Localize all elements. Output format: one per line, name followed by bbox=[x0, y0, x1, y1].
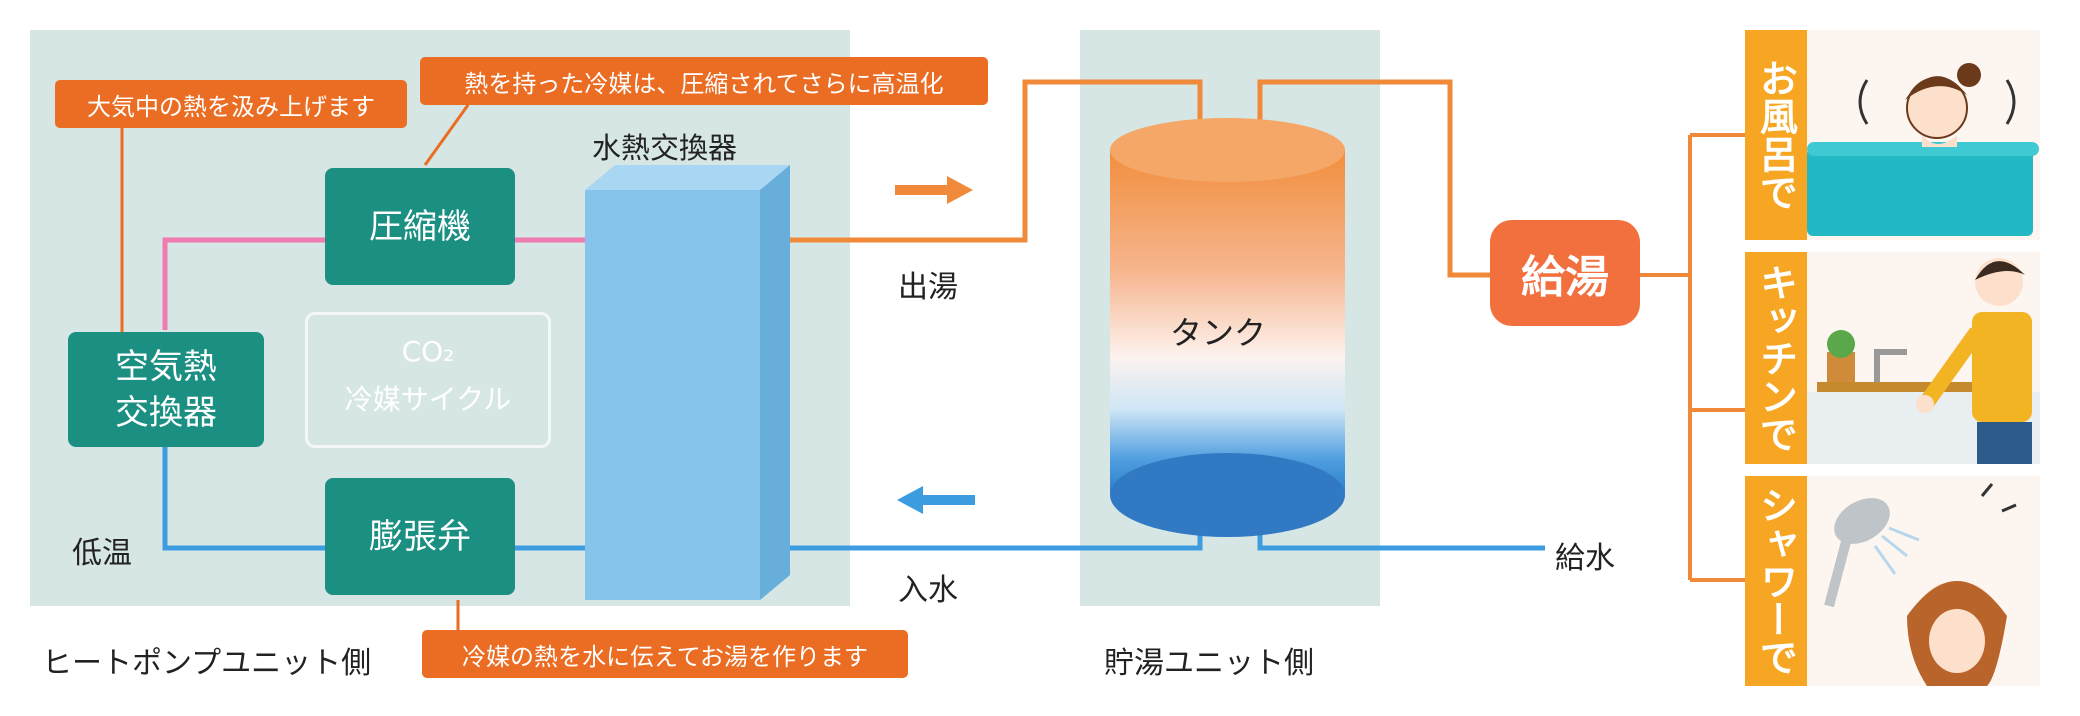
shower-illustration bbox=[1807, 476, 2040, 686]
low-temp-label: 低温 bbox=[72, 536, 132, 571]
water-in-arrow-icon bbox=[897, 486, 975, 514]
compressor: 圧縮機 bbox=[325, 168, 515, 285]
note-air-heat: 大気中の熱を汲み上げます bbox=[55, 80, 407, 128]
supply-water-label: 給水 bbox=[1555, 541, 1615, 576]
hot-water-supply-badge: 給湯 bbox=[1490, 220, 1640, 326]
heat-pump-side-label: ヒートポンプユニット側 bbox=[42, 646, 372, 681]
use-kitchen-tab: キッチンで bbox=[1745, 252, 1807, 464]
hot-out-arrow-icon bbox=[895, 176, 973, 204]
water-in-label: 入水 bbox=[898, 573, 958, 608]
hot-out-label: 出湯 bbox=[898, 270, 958, 305]
hot-water-tank bbox=[1110, 118, 1345, 537]
water-heat-exchanger-label: 水熱交換器 bbox=[592, 131, 738, 165]
use-shower-tab: シャワーで bbox=[1745, 476, 1807, 686]
expansion-valve: 膨張弁 bbox=[325, 478, 515, 595]
note-heat-transfer: 冷媒の熱を水に伝えてお湯を作ります bbox=[422, 630, 908, 678]
tank-unit-side-label: 貯湯ユニット側 bbox=[1104, 646, 1314, 681]
tank-label: タンク bbox=[1170, 314, 1267, 352]
co2-label: CO₂ bbox=[401, 335, 455, 368]
air-heat-exchanger: 空気熱 交換器 bbox=[68, 332, 264, 447]
water-heat-exchanger-block bbox=[585, 165, 790, 600]
kitchen-illustration bbox=[1807, 252, 2040, 464]
refrigerant-cycle-label: 冷媒サイクル bbox=[344, 383, 512, 416]
note-compression: 熱を持った冷媒は、圧縮されてさらに高温化 bbox=[420, 57, 988, 105]
refrigerant-cycle-frame bbox=[305, 312, 551, 448]
use-bath-tab: お風呂で bbox=[1745, 30, 1807, 240]
bath-illustration bbox=[1807, 30, 2040, 240]
